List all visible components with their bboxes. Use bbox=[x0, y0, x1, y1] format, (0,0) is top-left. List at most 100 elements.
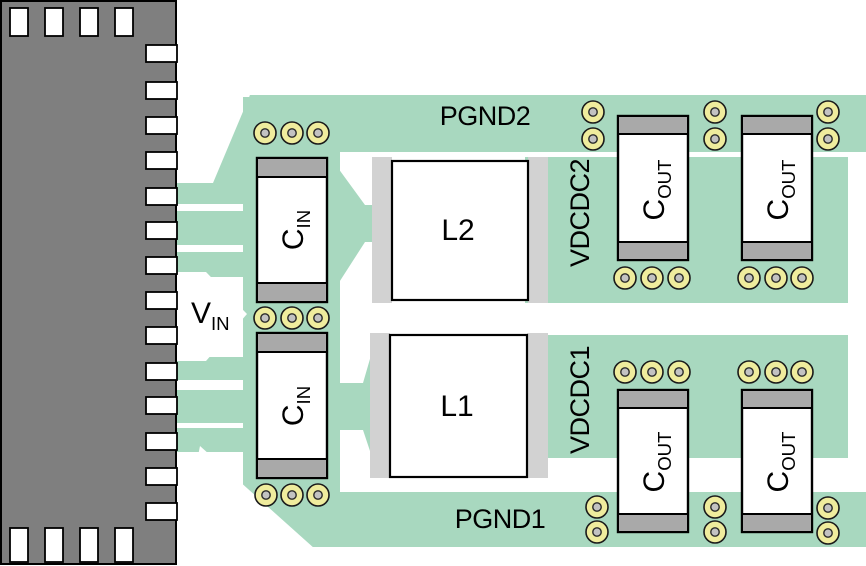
output-capacitor-top-2: COUT bbox=[740, 114, 814, 262]
cin-bottom-terminal-a bbox=[256, 332, 328, 353]
via bbox=[816, 496, 840, 520]
inductor-l2: L2 bbox=[372, 157, 548, 303]
via bbox=[306, 121, 330, 145]
via bbox=[667, 360, 691, 384]
copper-sliver bbox=[213, 95, 250, 183]
via bbox=[790, 266, 814, 290]
via bbox=[306, 483, 330, 507]
copper-feed-l2 bbox=[338, 168, 394, 284]
pgnd1-label: PGND1 bbox=[455, 504, 546, 534]
via bbox=[253, 121, 277, 145]
via bbox=[764, 360, 788, 384]
copper-finger bbox=[177, 183, 247, 204]
cout-terminal bbox=[617, 115, 689, 135]
l1-right-terminal bbox=[527, 333, 548, 478]
vdcdc1-label: VDCDC1 bbox=[565, 346, 595, 454]
cout-label: COUT bbox=[762, 160, 799, 221]
via bbox=[280, 483, 304, 507]
via bbox=[816, 100, 840, 124]
ic-pad-right bbox=[145, 187, 178, 206]
via bbox=[254, 483, 278, 507]
ic-pad-right bbox=[145, 44, 178, 63]
ic-pad-right bbox=[145, 221, 178, 240]
cout-terminal bbox=[741, 115, 813, 135]
ic-pad-bottom bbox=[44, 527, 64, 563]
ic-pad-right bbox=[145, 116, 178, 135]
via bbox=[613, 360, 637, 384]
cin-bottom-terminal-b bbox=[256, 458, 328, 479]
via bbox=[613, 266, 637, 290]
cin-bottom-label: CIN bbox=[277, 386, 314, 426]
ic-pad-bottom bbox=[79, 527, 99, 563]
via bbox=[764, 266, 788, 290]
l1-label: L1 bbox=[440, 390, 473, 423]
cin-top-terminal-a bbox=[256, 157, 328, 178]
cout-terminal bbox=[741, 389, 813, 409]
via bbox=[667, 266, 691, 290]
cin-top-label: CIN bbox=[277, 210, 314, 250]
cout-label: COUT bbox=[638, 432, 675, 493]
via bbox=[703, 495, 727, 519]
vin-label: VIN bbox=[191, 297, 230, 334]
l2-right-terminal bbox=[528, 157, 548, 303]
cout-terminal bbox=[741, 513, 813, 533]
pgnd2-label: PGND2 bbox=[440, 101, 531, 131]
ic-pad-top bbox=[114, 7, 134, 37]
l1-left-terminal bbox=[370, 333, 390, 478]
cout-terminal bbox=[617, 389, 689, 409]
copper-finger bbox=[177, 357, 247, 380]
ic-pad-right bbox=[145, 151, 178, 170]
output-capacitor-top-1: COUT bbox=[616, 114, 690, 262]
ic-pad-top bbox=[9, 7, 29, 37]
via bbox=[703, 127, 727, 151]
ic-pad-right bbox=[145, 396, 178, 415]
ic-pad-right bbox=[145, 256, 178, 275]
via bbox=[737, 266, 761, 290]
input-capacitor-bottom: CIN bbox=[255, 331, 329, 480]
cin-top-terminal-b bbox=[256, 282, 328, 303]
via bbox=[585, 495, 609, 519]
cout-body bbox=[740, 388, 814, 534]
via bbox=[816, 521, 840, 545]
via bbox=[585, 520, 609, 544]
ic-pad-right bbox=[145, 81, 178, 100]
l2-label: L2 bbox=[441, 214, 474, 247]
ic-pad-right bbox=[145, 432, 178, 451]
via bbox=[640, 266, 664, 290]
via bbox=[737, 360, 761, 384]
pour-notch-cutout bbox=[176, 446, 334, 566]
ic-pad-right bbox=[145, 291, 178, 310]
cout-terminal bbox=[617, 241, 689, 261]
cout-body bbox=[616, 388, 690, 534]
copper-finger bbox=[177, 428, 247, 452]
via bbox=[790, 360, 814, 384]
via bbox=[253, 306, 277, 330]
ic-pad-top bbox=[44, 7, 64, 37]
vin-label-cutout bbox=[176, 272, 247, 361]
copper-finger bbox=[177, 390, 247, 423]
ic-pad-right bbox=[145, 502, 178, 521]
l1-body bbox=[388, 333, 529, 479]
cout-terminal bbox=[741, 241, 813, 261]
cout-label: COUT bbox=[638, 160, 675, 221]
via bbox=[581, 100, 605, 124]
via bbox=[703, 520, 727, 544]
input-capacitor-top: CIN bbox=[255, 156, 329, 304]
l2-body bbox=[390, 159, 530, 302]
via bbox=[280, 306, 304, 330]
ic-pad-right bbox=[145, 467, 178, 486]
inductor-l1: L1 bbox=[370, 333, 548, 479]
via bbox=[703, 100, 727, 124]
via bbox=[816, 127, 840, 151]
cout-body bbox=[740, 114, 814, 262]
ic-pad-bottom bbox=[9, 527, 29, 563]
cout-label: COUT bbox=[762, 432, 799, 493]
via bbox=[306, 306, 330, 330]
cout-body bbox=[616, 114, 690, 262]
via bbox=[640, 360, 664, 384]
ic-pad-bottom bbox=[114, 527, 134, 563]
ic-pad-right bbox=[145, 362, 178, 381]
via bbox=[581, 127, 605, 151]
